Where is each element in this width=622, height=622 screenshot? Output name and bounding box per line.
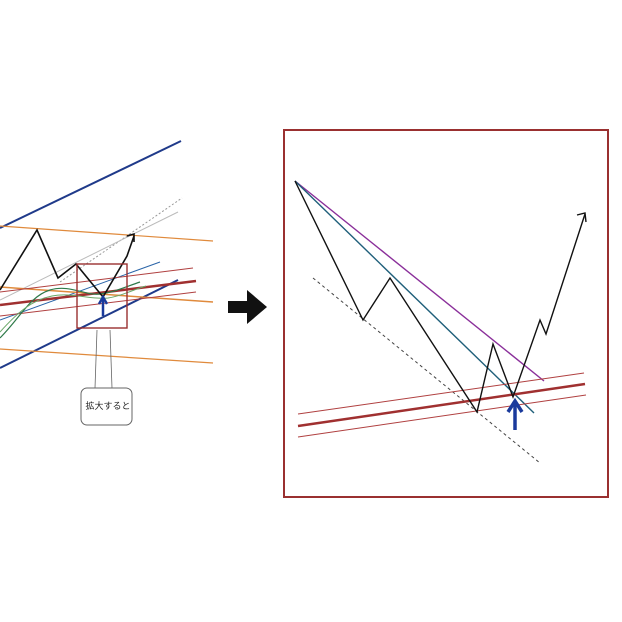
zoom-up-arrow-icon: [506, 397, 524, 430]
price-zigzag: [0, 228, 135, 299]
dotted-trend-line: [59, 197, 183, 283]
dashed-support-line: [312, 277, 541, 464]
zoomed-frame: [283, 129, 609, 498]
callout-leader-left: [94, 329, 98, 389]
upper-channel-line: [0, 140, 182, 229]
green-ma-2: [0, 285, 147, 333]
right-arrow-icon: [228, 290, 267, 324]
teal-trend-line: [294, 180, 535, 414]
left-chart: [0, 140, 214, 426]
purple-trend-line: [294, 180, 545, 382]
zoom-red-line-2: [297, 382, 586, 428]
orange-line-1: [0, 225, 214, 242]
callout-label: 拡大すると: [85, 402, 131, 412]
zoom-red-line-1: [297, 372, 585, 415]
orange-line-2: [0, 286, 214, 303]
thin-gray-line: [0, 211, 179, 301]
red-line-3: [0, 291, 197, 317]
price-arrowhead: [126, 232, 135, 242]
callout-leader-right: [109, 329, 113, 389]
zoom-price-arrowhead: [576, 212, 587, 223]
up-arrow-icon: [97, 294, 109, 316]
zoom-frame: [76, 263, 128, 329]
orange-line-3: [0, 348, 214, 364]
callout-bubble: [80, 387, 133, 426]
red-line-1: [0, 267, 194, 293]
lower-channel-line: [0, 279, 179, 369]
zoom-red-line-3: [297, 394, 587, 438]
zoomed-chart: [283, 129, 609, 498]
zoom-price-zigzag: [294, 180, 586, 414]
green-ma-1: [0, 281, 141, 339]
